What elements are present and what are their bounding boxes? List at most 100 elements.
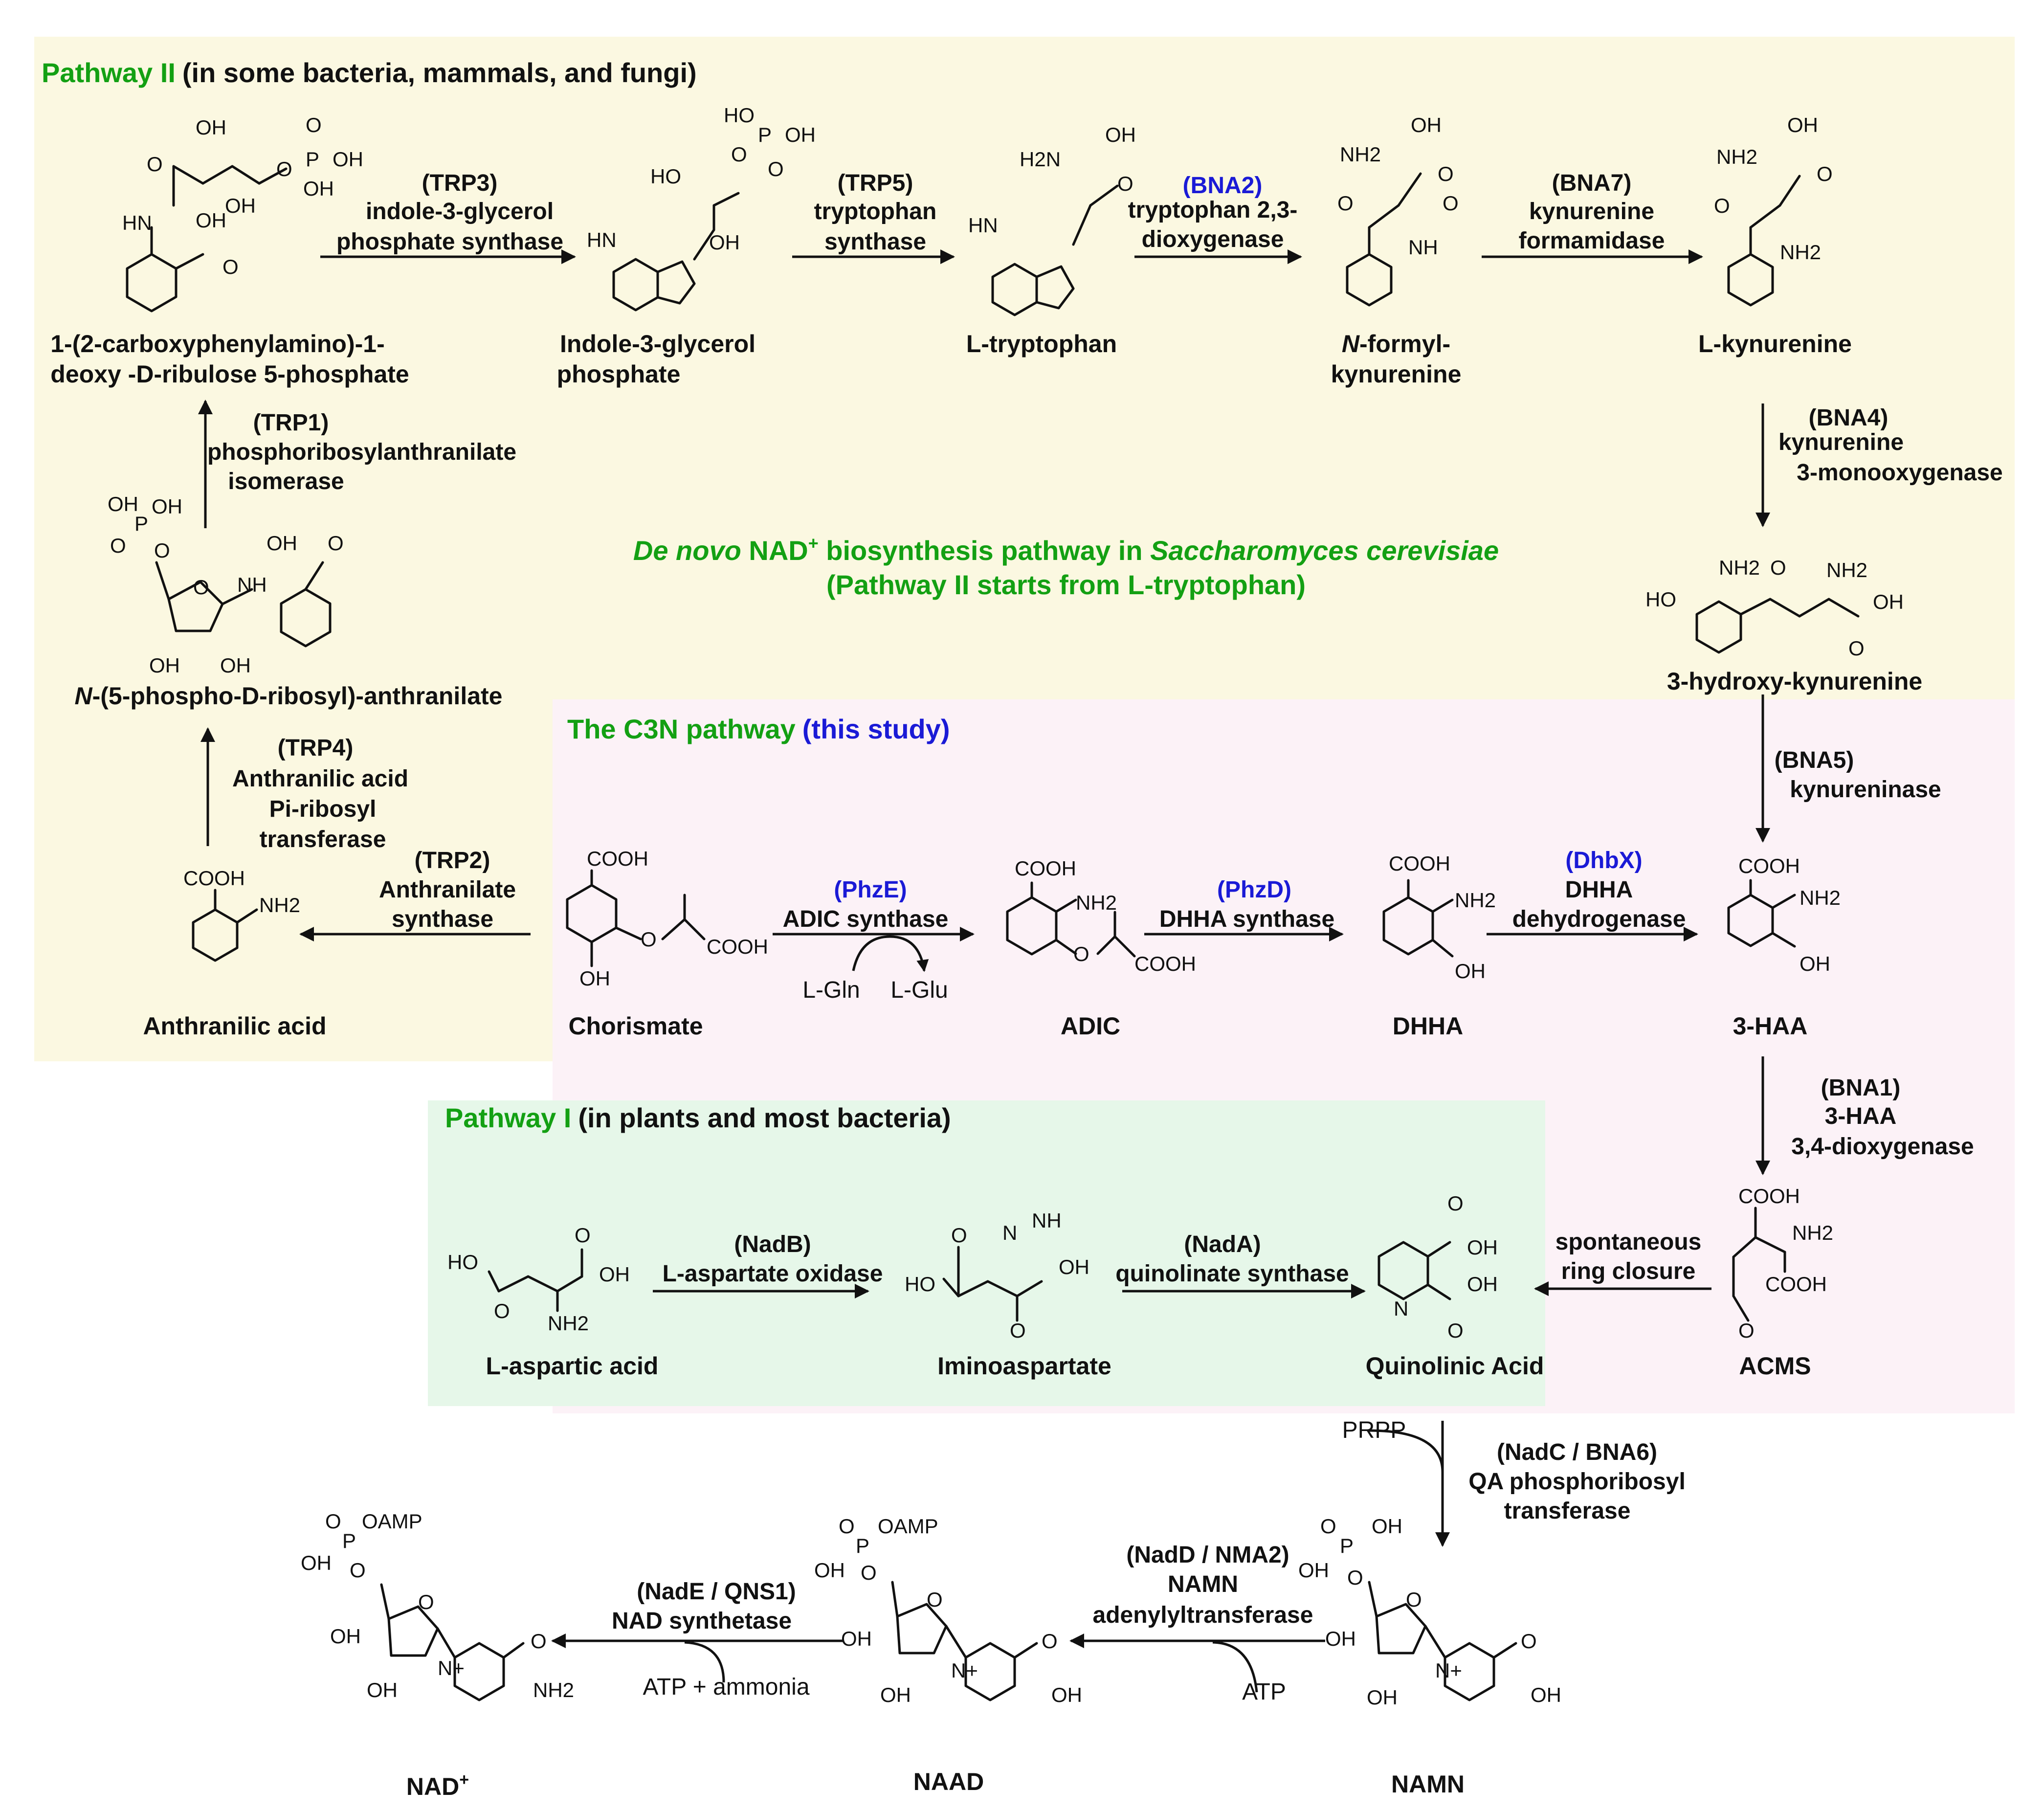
atom-o: O [193, 576, 209, 599]
atom-nh: NH [1032, 1209, 1062, 1232]
atom-o: O [110, 534, 126, 557]
atom-o: O [531, 1630, 547, 1653]
structure-adic: COOH NH2 O COOH [1006, 857, 1196, 975]
enzyme-phze-name: ADIC synthase [783, 906, 949, 932]
compound-3-hydroxy-kynurenine: 3-hydroxy-kynurenine [1667, 668, 1922, 695]
atom-nh2: NH2 [1719, 556, 1760, 579]
enzyme-trp3-name2: phosphate synthase [336, 229, 563, 255]
enzyme-nadc-name1: QA phosphoribosyl [1468, 1469, 1686, 1495]
enzyme-phze-id: (PhzE) [834, 877, 907, 903]
atom-cooh: COOH [1015, 857, 1076, 880]
atom-oh: OH [152, 495, 182, 518]
enzyme-labels: (TRP3) indole-3-glycerol phosphate synth… [207, 170, 2003, 1705]
atom-nh2: NH2 [1780, 241, 1821, 264]
compound-namn: NAMN [1391, 1770, 1465, 1798]
atom-oh: OH [108, 492, 138, 515]
atom-oh: OH [1787, 113, 1818, 136]
atom-nh2: NH2 [1716, 145, 1757, 168]
enzyme-dhbx-name2: dehydrogenase [1512, 906, 1686, 932]
compound-quinolinic-acid: Quinolinic Acid [1366, 1352, 1544, 1380]
atom-oh: OH [1800, 952, 1830, 975]
enzyme-trp1-name1: phosphoribosylanthranilate [207, 439, 516, 465]
enzyme-bna5-name: kynureninase [1790, 777, 1941, 803]
compound-3-haa: 3-HAA [1733, 1012, 1808, 1040]
atom-oh: OH [599, 1263, 630, 1286]
atom-o: O [1447, 1192, 1464, 1215]
enzyme-bna1-name2: 3,4-dioxygenase [1791, 1134, 1974, 1160]
structure-cdrp: HN O OH OH OH O O P O OH OH [122, 113, 363, 313]
atom-ho: HO [905, 1273, 935, 1296]
atom-o: O [927, 1588, 943, 1611]
atom-ho: HO [447, 1251, 478, 1274]
enzyme-bna2-name2: dioxygenase [1142, 226, 1284, 252]
atom-o: O [1817, 162, 1833, 185]
enzyme-phzd-id: (PhzD) [1217, 877, 1291, 903]
compound-nfk-line2: kynurenine [1331, 360, 1462, 388]
atom-o: O [222, 255, 239, 278]
compound-iminoaspartate: Iminoaspartate [937, 1352, 1111, 1380]
atom-p: P [1340, 1534, 1354, 1557]
enzyme-trp3-name1: indole-3-glycerol [366, 199, 554, 224]
atom-o: O [1117, 172, 1133, 195]
atom-oh: OH [1467, 1273, 1498, 1296]
compound-l-kynurenine: L-kynurenine [1698, 330, 1852, 358]
atom-o: O [1042, 1630, 1058, 1653]
structure-n-formylkynurenine: NH2 OH O O NH O [1337, 113, 1459, 307]
enzyme-phzd-name: DHHA synthase [1159, 906, 1334, 932]
atom-o: O [154, 539, 170, 562]
compound-cdrp-line1: 1-(2-carboxyphenylamino)-1- [50, 330, 384, 358]
compound-l-aspartic-acid: L-aspartic acid [486, 1352, 659, 1380]
atom-o: O [276, 157, 292, 180]
atom-nh2: NH2 [548, 1312, 589, 1335]
enzyme-nade-name: NAD synthetase [612, 1608, 792, 1634]
compound-nad: NAD+ [406, 1770, 469, 1800]
atom-o: O [1406, 1588, 1422, 1611]
enzyme-trp2-name2: synthase [392, 906, 493, 932]
atom-oh: OH [785, 123, 816, 146]
atom-oh: OH [1531, 1683, 1561, 1706]
atom-o: O [1738, 1319, 1755, 1342]
compound-acms: ACMS [1739, 1352, 1811, 1380]
structure-namn: O P OH OH O O OH OH N+ O OH [1298, 1515, 1561, 1709]
atom-oh: OH [1467, 1236, 1498, 1259]
structure-chorismate: COOH O COOH OH [566, 847, 768, 990]
atom-n-plus: N+ [438, 1656, 465, 1679]
atom-nh2: NH2 [533, 1679, 574, 1701]
enzyme-bna4-name1: kynurenine [1778, 429, 1904, 455]
atom-oh: OH [1873, 590, 1904, 613]
c3n-title: The C3N pathway(this study) [567, 714, 950, 744]
atom-o: O [1073, 942, 1089, 965]
enzyme-bna7-id: (BNA7) [1552, 170, 1632, 196]
atom-oh: OH [579, 967, 610, 990]
enzyme-trp4-name2: Pi-ribosyl [269, 796, 377, 822]
atom-oh: OH [303, 177, 334, 200]
enzyme-trp5-name1: tryptophan [814, 199, 937, 224]
co-substrate-prpp: PRPP [1342, 1417, 1406, 1443]
atom-hn: HN [587, 228, 617, 251]
atom-oh: OH [841, 1627, 872, 1650]
atom-oh: OH [220, 654, 251, 677]
atom-oamp: OAMP [878, 1515, 938, 1538]
structure-naad: O P OAMP OH O O OH OH N+ O OH [814, 1515, 1082, 1706]
enzyme-trp1-name2: isomerase [228, 469, 344, 494]
enzyme-nadd-name1: NAMN [1168, 1571, 1238, 1597]
atom-cooh: COOH [587, 847, 648, 870]
enzyme-nadd-name2: adenylyltransferase [1093, 1602, 1313, 1628]
structure-acms: COOH NH2 COOH O [1732, 1185, 1833, 1342]
atom-oh: OH [1372, 1515, 1402, 1538]
atom-hn: HN [968, 214, 998, 237]
enzyme-nada-id: (NadA) [1184, 1231, 1261, 1257]
co-substrate-atp: ATP [1242, 1679, 1286, 1705]
compound-l-tryptophan: L-tryptophan [966, 330, 1117, 358]
enzyme-dhbx-name1: DHHA [1565, 877, 1633, 903]
atom-nh2: NH2 [1800, 886, 1841, 909]
atom-oh: OH [225, 194, 256, 217]
enzyme-bna2-name1: tryptophan 2,3- [1128, 197, 1298, 223]
atom-o: O [494, 1299, 510, 1322]
arrow-atp [1212, 1641, 1258, 1693]
atom-nh2: NH2 [1340, 143, 1381, 166]
atom-cooh: COOH [1738, 854, 1800, 877]
compound-adic: ADIC [1061, 1012, 1120, 1040]
reaction-arrows [198, 249, 1770, 1693]
